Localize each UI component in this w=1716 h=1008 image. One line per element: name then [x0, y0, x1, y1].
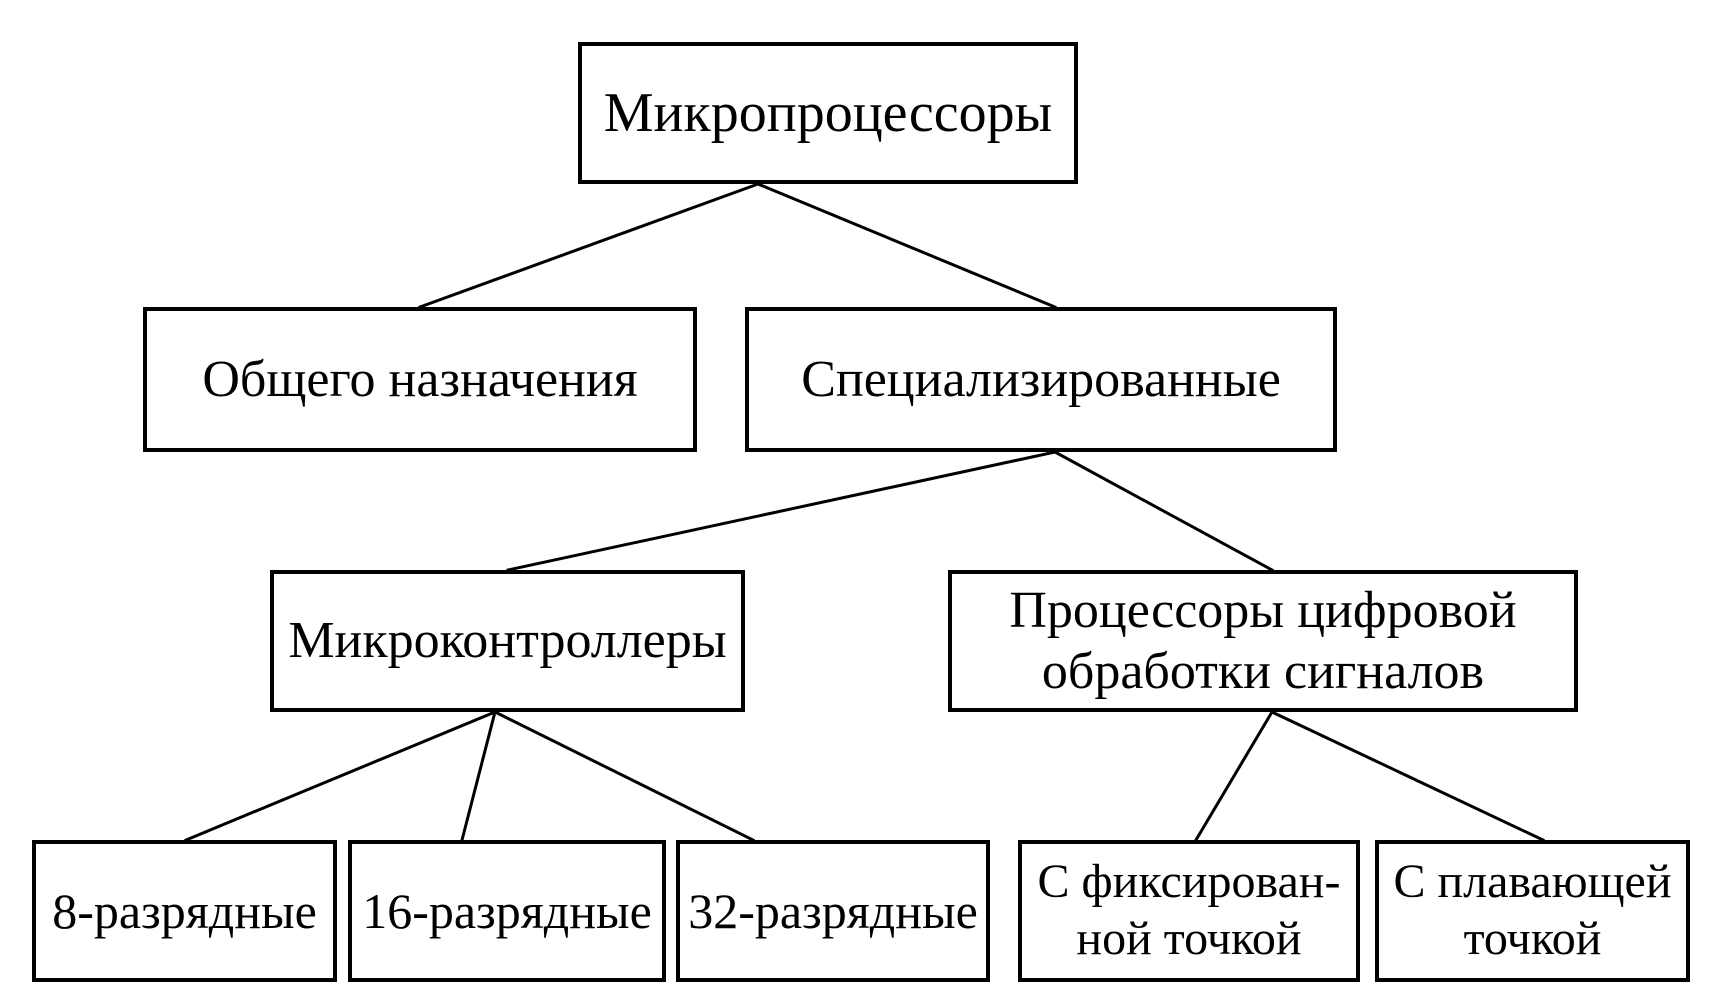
node-label-general: Общего назначения: [202, 350, 638, 408]
node-label-root: Микропроцессоры: [603, 81, 1053, 144]
connector-mcu-to-bits16: [460, 710, 497, 842]
node-box-general[interactable]: Общего назначения: [143, 307, 697, 452]
connector-mcu-to-bits32: [492, 709, 756, 843]
node-label-bits32: 32-разрядные: [688, 882, 978, 939]
node-label-dsp: Процессоры цифровой обработки сигналов: [1009, 581, 1517, 700]
connector-specialized-to-dsp: [1052, 449, 1275, 573]
connector-mcu-to-bits8: [184, 710, 497, 842]
node-box-root[interactable]: Микропроцессоры: [578, 42, 1078, 184]
connector-specialized-to-mcu: [506, 450, 1057, 572]
node-box-floating-point[interactable]: С плавающей точкой: [1375, 840, 1690, 982]
connector-root-to-specialized: [756, 182, 1057, 309]
node-box-specialized[interactable]: Специализированные: [745, 307, 1337, 452]
node-label-mcu: Микроконтроллеры: [288, 612, 727, 670]
node-label-floating-point: С плавающей точкой: [1393, 855, 1672, 965]
connector-dsp-to-fixed-point: [1193, 709, 1275, 843]
node-label-bits8: 8-разрядные: [52, 882, 317, 939]
node-box-fixed-point[interactable]: С фиксирован- ной точкой: [1018, 840, 1360, 982]
node-box-dsp[interactable]: Процессоры цифровой обработки сигналов: [948, 570, 1578, 712]
node-box-bits32[interactable]: 32-разрядные: [676, 840, 990, 982]
node-label-bits16: 16-разрядные: [362, 882, 652, 939]
node-box-bits8[interactable]: 8-разрядные: [32, 840, 337, 982]
node-box-bits16[interactable]: 16-разрядные: [348, 840, 666, 982]
node-box-mcu[interactable]: Микроконтроллеры: [270, 570, 745, 712]
node-label-fixed-point: С фиксирован- ной точкой: [1037, 855, 1341, 965]
edges-group: [184, 182, 1545, 843]
node-label-specialized: Специализированные: [801, 350, 1281, 408]
connector-dsp-to-floating-point: [1270, 710, 1545, 842]
connector-root-to-general: [418, 182, 760, 309]
